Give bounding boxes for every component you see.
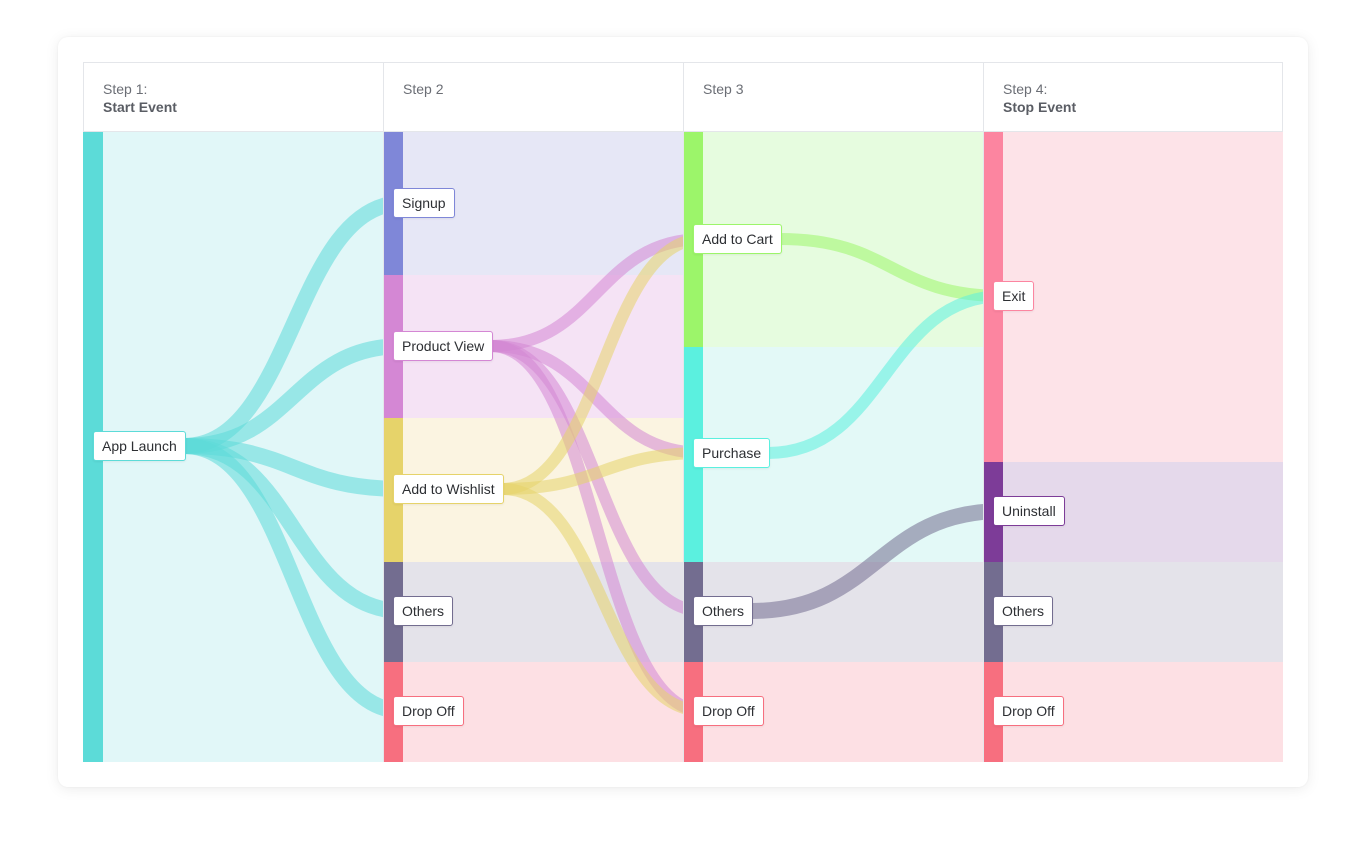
flow-app_launch-to-drop_off_2[interactable] [183, 438, 404, 719]
node-label-drop_off_4[interactable]: Drop Off [993, 696, 1064, 726]
flow-others_3-to-uninstall[interactable] [750, 503, 1004, 619]
column-divider [683, 62, 684, 762]
column-subtitle: Stop Event [1003, 99, 1077, 115]
node-label-others_2[interactable]: Others [393, 596, 454, 626]
column-divider [983, 62, 984, 762]
node-label-product_view[interactable]: Product View [393, 331, 494, 361]
column-title: Step 3 [703, 81, 744, 97]
flow-add_to_wishlist-to-purchase[interactable] [501, 447, 704, 495]
node-label-others_3[interactable]: Others [693, 596, 754, 626]
flow-purchase-to-exit[interactable] [767, 290, 1004, 459]
column-title: Step 2 [403, 81, 444, 97]
node-label-drop_off_3[interactable]: Drop Off [693, 696, 764, 726]
flow-add_to_wishlist-to-add_to_cart[interactable] [501, 233, 704, 495]
flow-add_to_cart-to-exit[interactable] [779, 233, 1004, 302]
node-label-app_launch[interactable]: App Launch [93, 431, 186, 461]
flow-add_to_wishlist-to-drop_off_3[interactable] [501, 483, 704, 717]
node-label-others_4[interactable]: Others [993, 596, 1054, 626]
column-header-step-3: Step 3 [683, 62, 983, 132]
flow-product_view-to-add_to_cart[interactable] [490, 233, 704, 352]
node-label-exit[interactable]: Exit [993, 281, 1035, 311]
column-header-step-1: Step 1: Start Event [83, 62, 383, 132]
node-label-drop_off_2[interactable]: Drop Off [393, 696, 464, 726]
node-label-add_to_wishlist[interactable]: Add to Wishlist [393, 474, 504, 504]
node-label-uninstall[interactable]: Uninstall [993, 496, 1065, 526]
node-label-add_to_cart[interactable]: Add to Cart [693, 224, 782, 254]
node-label-purchase[interactable]: Purchase [693, 438, 771, 468]
column-title: Step 4: [1003, 81, 1048, 97]
node-label-signup[interactable]: Signup [393, 188, 455, 218]
column-title: Step 1: [103, 81, 148, 97]
column-divider [383, 62, 384, 762]
column-header-step-4: Step 4: Stop Event [983, 62, 1283, 132]
column-subtitle: Start Event [103, 99, 177, 115]
column-header-step-2: Step 2 [383, 62, 683, 132]
